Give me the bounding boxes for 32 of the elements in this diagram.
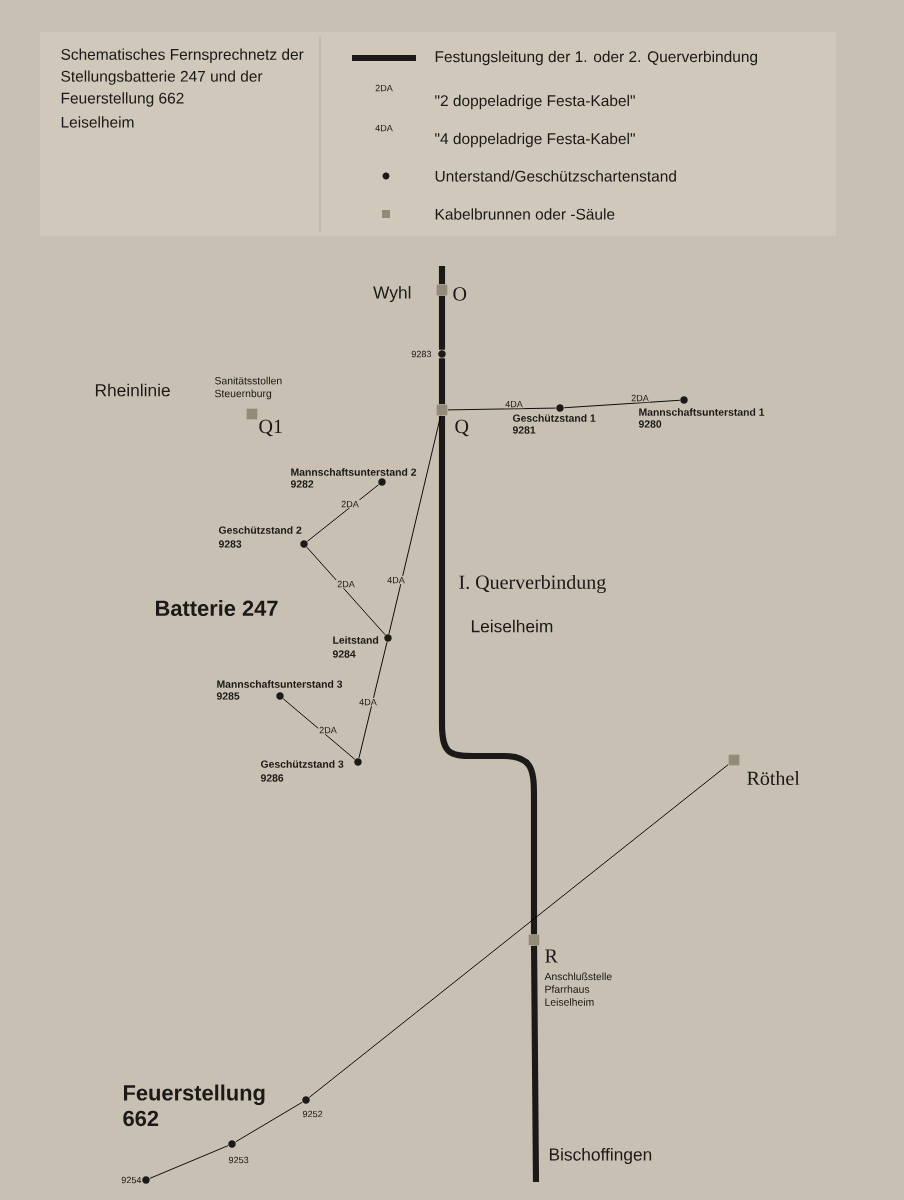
connector-line xyxy=(388,415,442,635)
cable-junction-square xyxy=(246,408,258,420)
cable-junction-square xyxy=(436,284,448,296)
connector-line xyxy=(306,546,386,636)
area-label: Feuerstellung 662 xyxy=(123,1084,265,1127)
station-label: Wyhl xyxy=(373,285,411,303)
place-label: Leiselheim xyxy=(471,619,553,633)
cable-line xyxy=(438,415,538,935)
connector-line xyxy=(563,399,681,409)
place-label: Rheinlinie xyxy=(95,383,170,397)
connector-line xyxy=(308,764,729,1098)
area-label: Batterie 247 xyxy=(156,599,278,617)
connector-line xyxy=(235,1101,303,1143)
line-label: I. Querverbindung xyxy=(459,574,606,594)
cable-line xyxy=(438,266,446,285)
station-label: R xyxy=(545,949,558,963)
connector-line xyxy=(282,698,356,760)
place-label: Bischoffingen xyxy=(549,1147,652,1165)
connector-line xyxy=(149,1145,229,1179)
cable-junction-square xyxy=(728,754,740,766)
connector-line xyxy=(306,484,380,542)
cable-line xyxy=(438,295,446,350)
cable-junction-square xyxy=(436,404,448,416)
station-label: Q1 xyxy=(259,419,282,437)
connector-line xyxy=(447,407,557,411)
cable-line xyxy=(530,945,540,1183)
station-label: Röthel xyxy=(747,770,800,786)
station-label: O xyxy=(453,287,467,301)
connector-line xyxy=(358,641,388,759)
cable-junction-square xyxy=(528,934,540,946)
cable-line xyxy=(438,358,446,405)
station-label: Q xyxy=(455,419,469,437)
